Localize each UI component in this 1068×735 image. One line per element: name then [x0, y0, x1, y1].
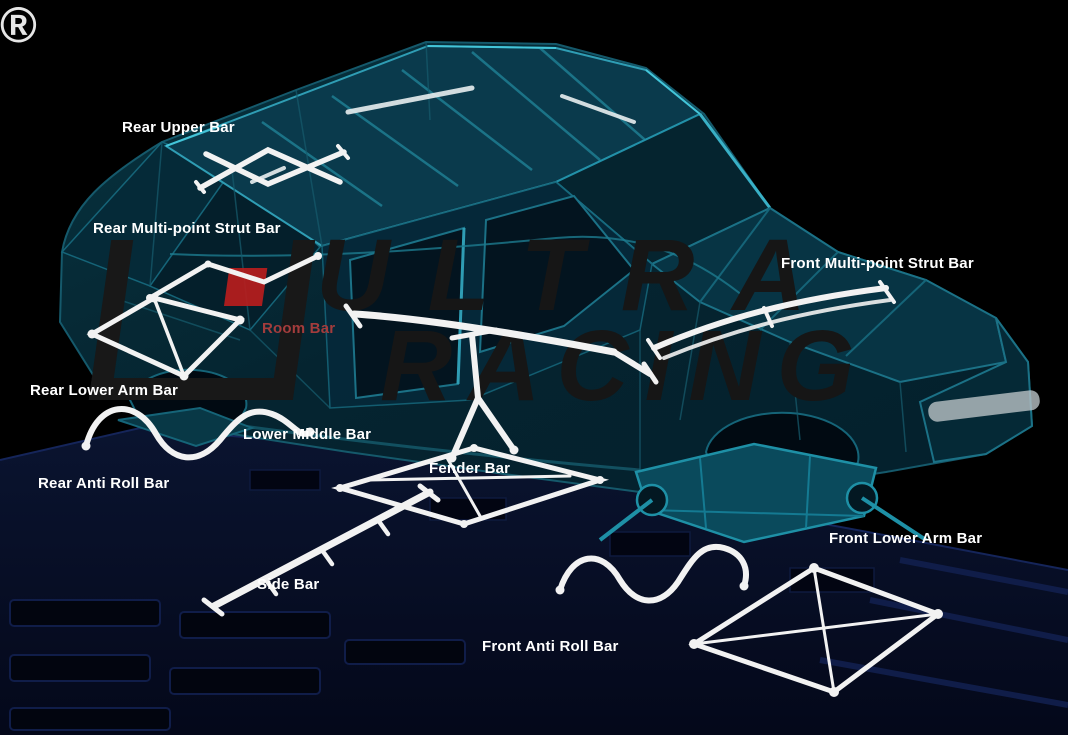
rear-lower-arm-bar-graphic — [86, 293, 245, 381]
front-subframe — [598, 442, 928, 544]
label-rear-upper-bar: Rear Upper Bar — [122, 119, 235, 136]
label-front-lower-arm-bar: Front Lower Arm Bar — [829, 530, 983, 547]
base-platform — [0, 426, 1068, 735]
rear-subframe — [117, 406, 256, 448]
front-anti-roll-bar-graphic — [555, 543, 749, 604]
label-fender-bar: Fender Bar — [429, 460, 511, 477]
label-front-anti-roll-bar: Front Anti Roll Bar — [482, 638, 619, 655]
label-rear-multi-point-strut-bar: Rear Multi-point Strut Bar — [93, 220, 281, 237]
label-front-multi-point-strut-bar: Front Multi-point Strut Bar — [781, 255, 974, 272]
room-bar-graphic — [343, 303, 659, 385]
label-lower-middle-bar: Lower Middle Bar — [243, 426, 372, 443]
front-multipoint-strut-bar-graphic — [646, 280, 896, 360]
label-room-bar: Room Bar — [262, 320, 336, 337]
lower-middle-bar-graphic — [331, 444, 610, 528]
label-rear-lower-arm-bar: Rear Lower Arm Bar — [30, 382, 179, 399]
rear-upper-bar-graphic — [194, 144, 350, 194]
label-side-bar: Side Bar — [257, 576, 320, 593]
car-body-shell — [58, 40, 1040, 494]
side-bar-graphic — [201, 483, 441, 617]
registered-trademark-icon: ® — [0, 0, 37, 53]
fender-bar-graphic — [447, 327, 519, 463]
rear-multipoint-strut-bar-graphic — [146, 252, 322, 302]
front-bumper-beam — [928, 390, 1040, 422]
cyan-edge-accents — [165, 45, 701, 147]
front-lower-arm-bar-graphic — [688, 563, 944, 697]
label-rear-anti-roll-bar: Rear Anti Roll Bar — [38, 475, 170, 492]
rear-anti-roll-bar-graphic — [81, 406, 315, 461]
